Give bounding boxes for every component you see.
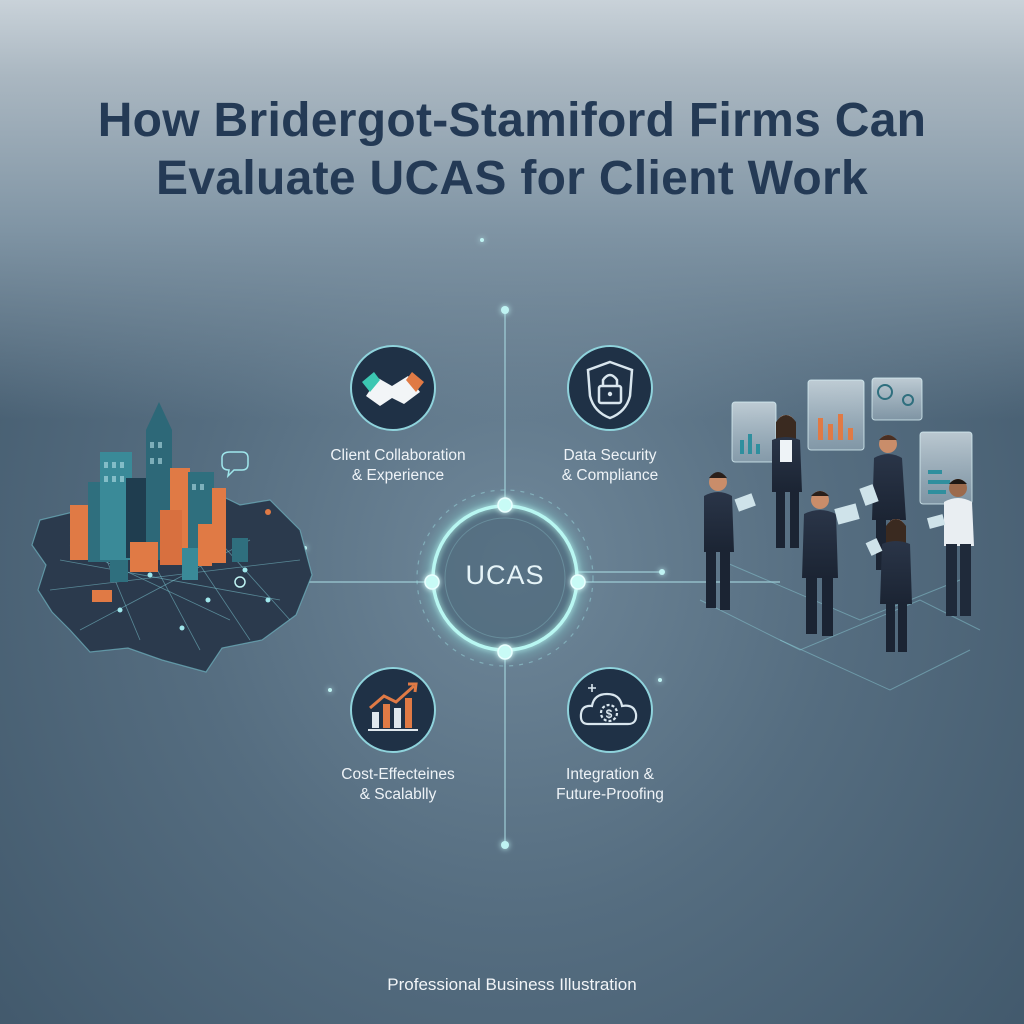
growth-bar-chart-icon [350,667,436,753]
page-title: How Bridergot-Stamiford Firms Can Evalua… [0,92,1024,208]
title-line-1: How Bridergot-Stamiford Firms Can [97,94,927,147]
factor-label-line-2: Future-Proofing [556,786,664,803]
factor-label-line-1: Data Security [563,447,657,464]
factor-label-line-2: & Compliance [561,467,659,484]
factor-label-client-collaboration: Client Collaboration & Experience [288,446,508,486]
svg-text:$: $ [606,707,613,721]
city-map-illustration [31,402,313,673]
factor-label-line-2: & Scalablly [359,786,437,803]
cloud-gear-dollar-icon: $ [567,667,653,753]
factor-label-line-1: Cost-Effecteines [341,766,455,783]
footer-caption: Professional Business Illustration [387,975,637,994]
factor-label-line-1: Client Collaboration [330,447,466,464]
hub-label: UCAS [465,560,545,590]
hub-anchor-nodes [424,497,586,660]
factor-label-cost-effectiveness: Cost-Effecteines & Scalablly [288,765,508,805]
factor-label-data-security: Data Security & Compliance [500,446,720,486]
factor-label-integration: Integration & Future-Proofing [500,765,720,805]
background-fog [0,0,1024,420]
business-team-illustration [699,377,981,691]
title-line-2: Evaluate UCAS for Client Work [156,152,868,205]
handshake-icon [350,345,436,431]
factor-label-line-2: & Experience [351,467,445,484]
factor-label-line-1: Integration & [566,766,654,783]
padlock-shield-icon [567,345,653,431]
